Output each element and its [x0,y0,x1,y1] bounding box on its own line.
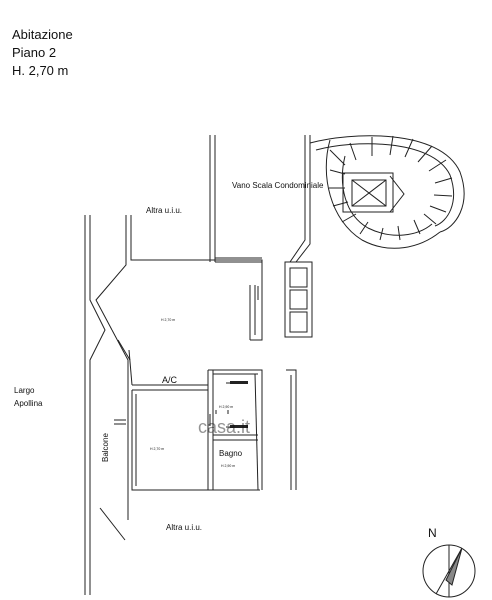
label-altra-bottom: Altra u.i.u. [166,523,202,532]
compass-icon [422,544,476,598]
label-stair-hall: Vano Scala Condominiale [232,181,324,190]
living-room-walls [128,259,263,391]
label-height-living: H 2,70 m [161,318,175,322]
label-balcone: Balcone [101,433,110,462]
right-shaft [284,261,313,338]
header-height: H. 2,70 m [12,63,69,78]
left-facade-walls [84,215,145,595]
label-height-room: H 2,70 m [150,447,164,451]
label-height-corridor: H 2,90 m [219,405,233,409]
lower-rooms-walls [131,369,297,491]
door-marks [209,286,259,426]
plan-header: Abitazione Piano 2 H. 2,70 m [12,26,73,80]
fixture-marks [230,381,248,428]
label-altra-top: Altra u.i.u. [146,206,182,215]
header-title: Abitazione [12,27,73,42]
label-north: N [428,526,437,540]
label-street-line2: Apollina [14,399,43,408]
label-bagno: Bagno [219,449,243,458]
label-height-bagno: H 2,90 m [221,464,235,468]
label-ac: A/C [162,375,178,385]
stair-hall-walls [209,135,311,263]
header-floor: Piano 2 [12,45,57,60]
label-street-line1: Largo [14,386,35,395]
watermark: casa.it [198,417,250,437]
spiral-staircase [309,135,465,249]
